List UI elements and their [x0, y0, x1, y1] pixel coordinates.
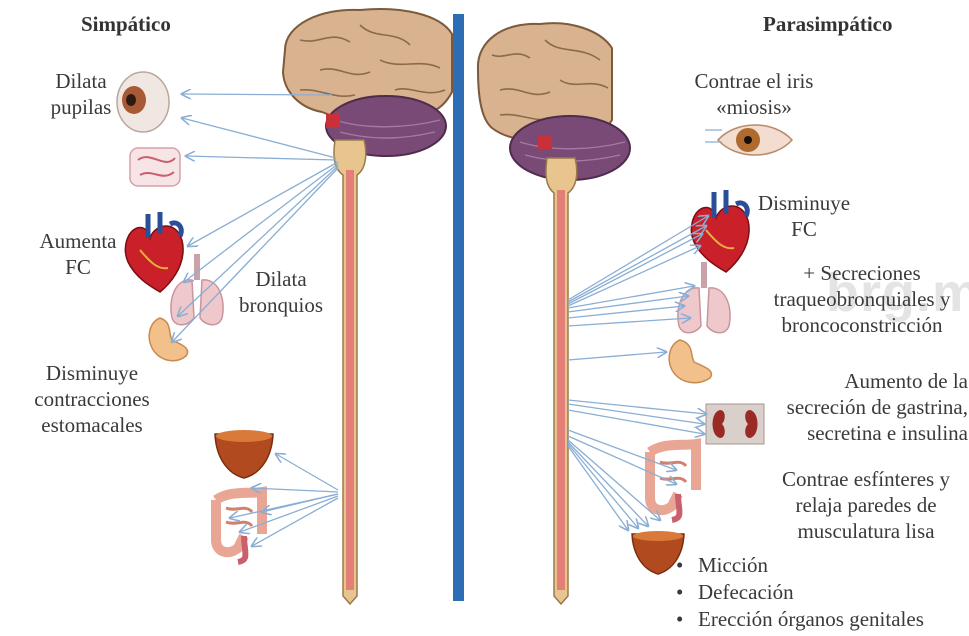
sympathetic-stomach-label: Disminuye contracciones estomacales [12, 360, 172, 438]
center-divider [453, 14, 464, 601]
parasympathetic-kidney-label: Aumento de la secreción de gastrina, sec… [778, 368, 968, 446]
sympathetic-title: Simpático [81, 12, 171, 37]
bladder-effect-item: Defecación [676, 579, 924, 606]
parasympathetic-intestine-label: Contrae esfínteres y relaja paredes de m… [764, 466, 968, 544]
right-stomach-icon [669, 340, 711, 383]
sympathetic-eye-label: Dilata pupilas [38, 68, 124, 120]
parasympathetic-lungs-label: + Secreciones traqueobronquiales y bronc… [754, 260, 969, 338]
right-spinal-cord-core [557, 190, 565, 590]
right-lungs-icon [678, 262, 730, 333]
right-brain-icon [478, 23, 630, 180]
parasympathetic-heart-label: Disminuye FC [750, 190, 858, 242]
parasympathetic-title: Parasimpático [763, 12, 892, 37]
right-heart-icon [691, 190, 749, 272]
left-bladder-icon [215, 430, 273, 478]
bladder-effect-item: Erección órganos genitales [676, 606, 924, 633]
left-spinal-cord-core [346, 170, 354, 590]
bladder-effects-list: Micción Defecación Erección órganos geni… [676, 552, 924, 633]
sympathetic-heart-label: Aumenta FC [26, 228, 130, 280]
left-salivary-gland-icon [130, 148, 180, 186]
sympathetic-lungs-label: Dilata bronquios [228, 266, 334, 318]
left-heart-icon [125, 212, 183, 292]
parasympathetic-eye-label: Contrae el iris «miosis» [680, 68, 828, 120]
left-eye-icon [117, 72, 169, 132]
right-kidney-icon [706, 404, 764, 444]
bladder-effect-item: Micción [676, 552, 924, 579]
right-eye-icon [718, 125, 792, 155]
left-brain-icon [283, 9, 452, 156]
left-nerve-arrows [172, 94, 338, 546]
